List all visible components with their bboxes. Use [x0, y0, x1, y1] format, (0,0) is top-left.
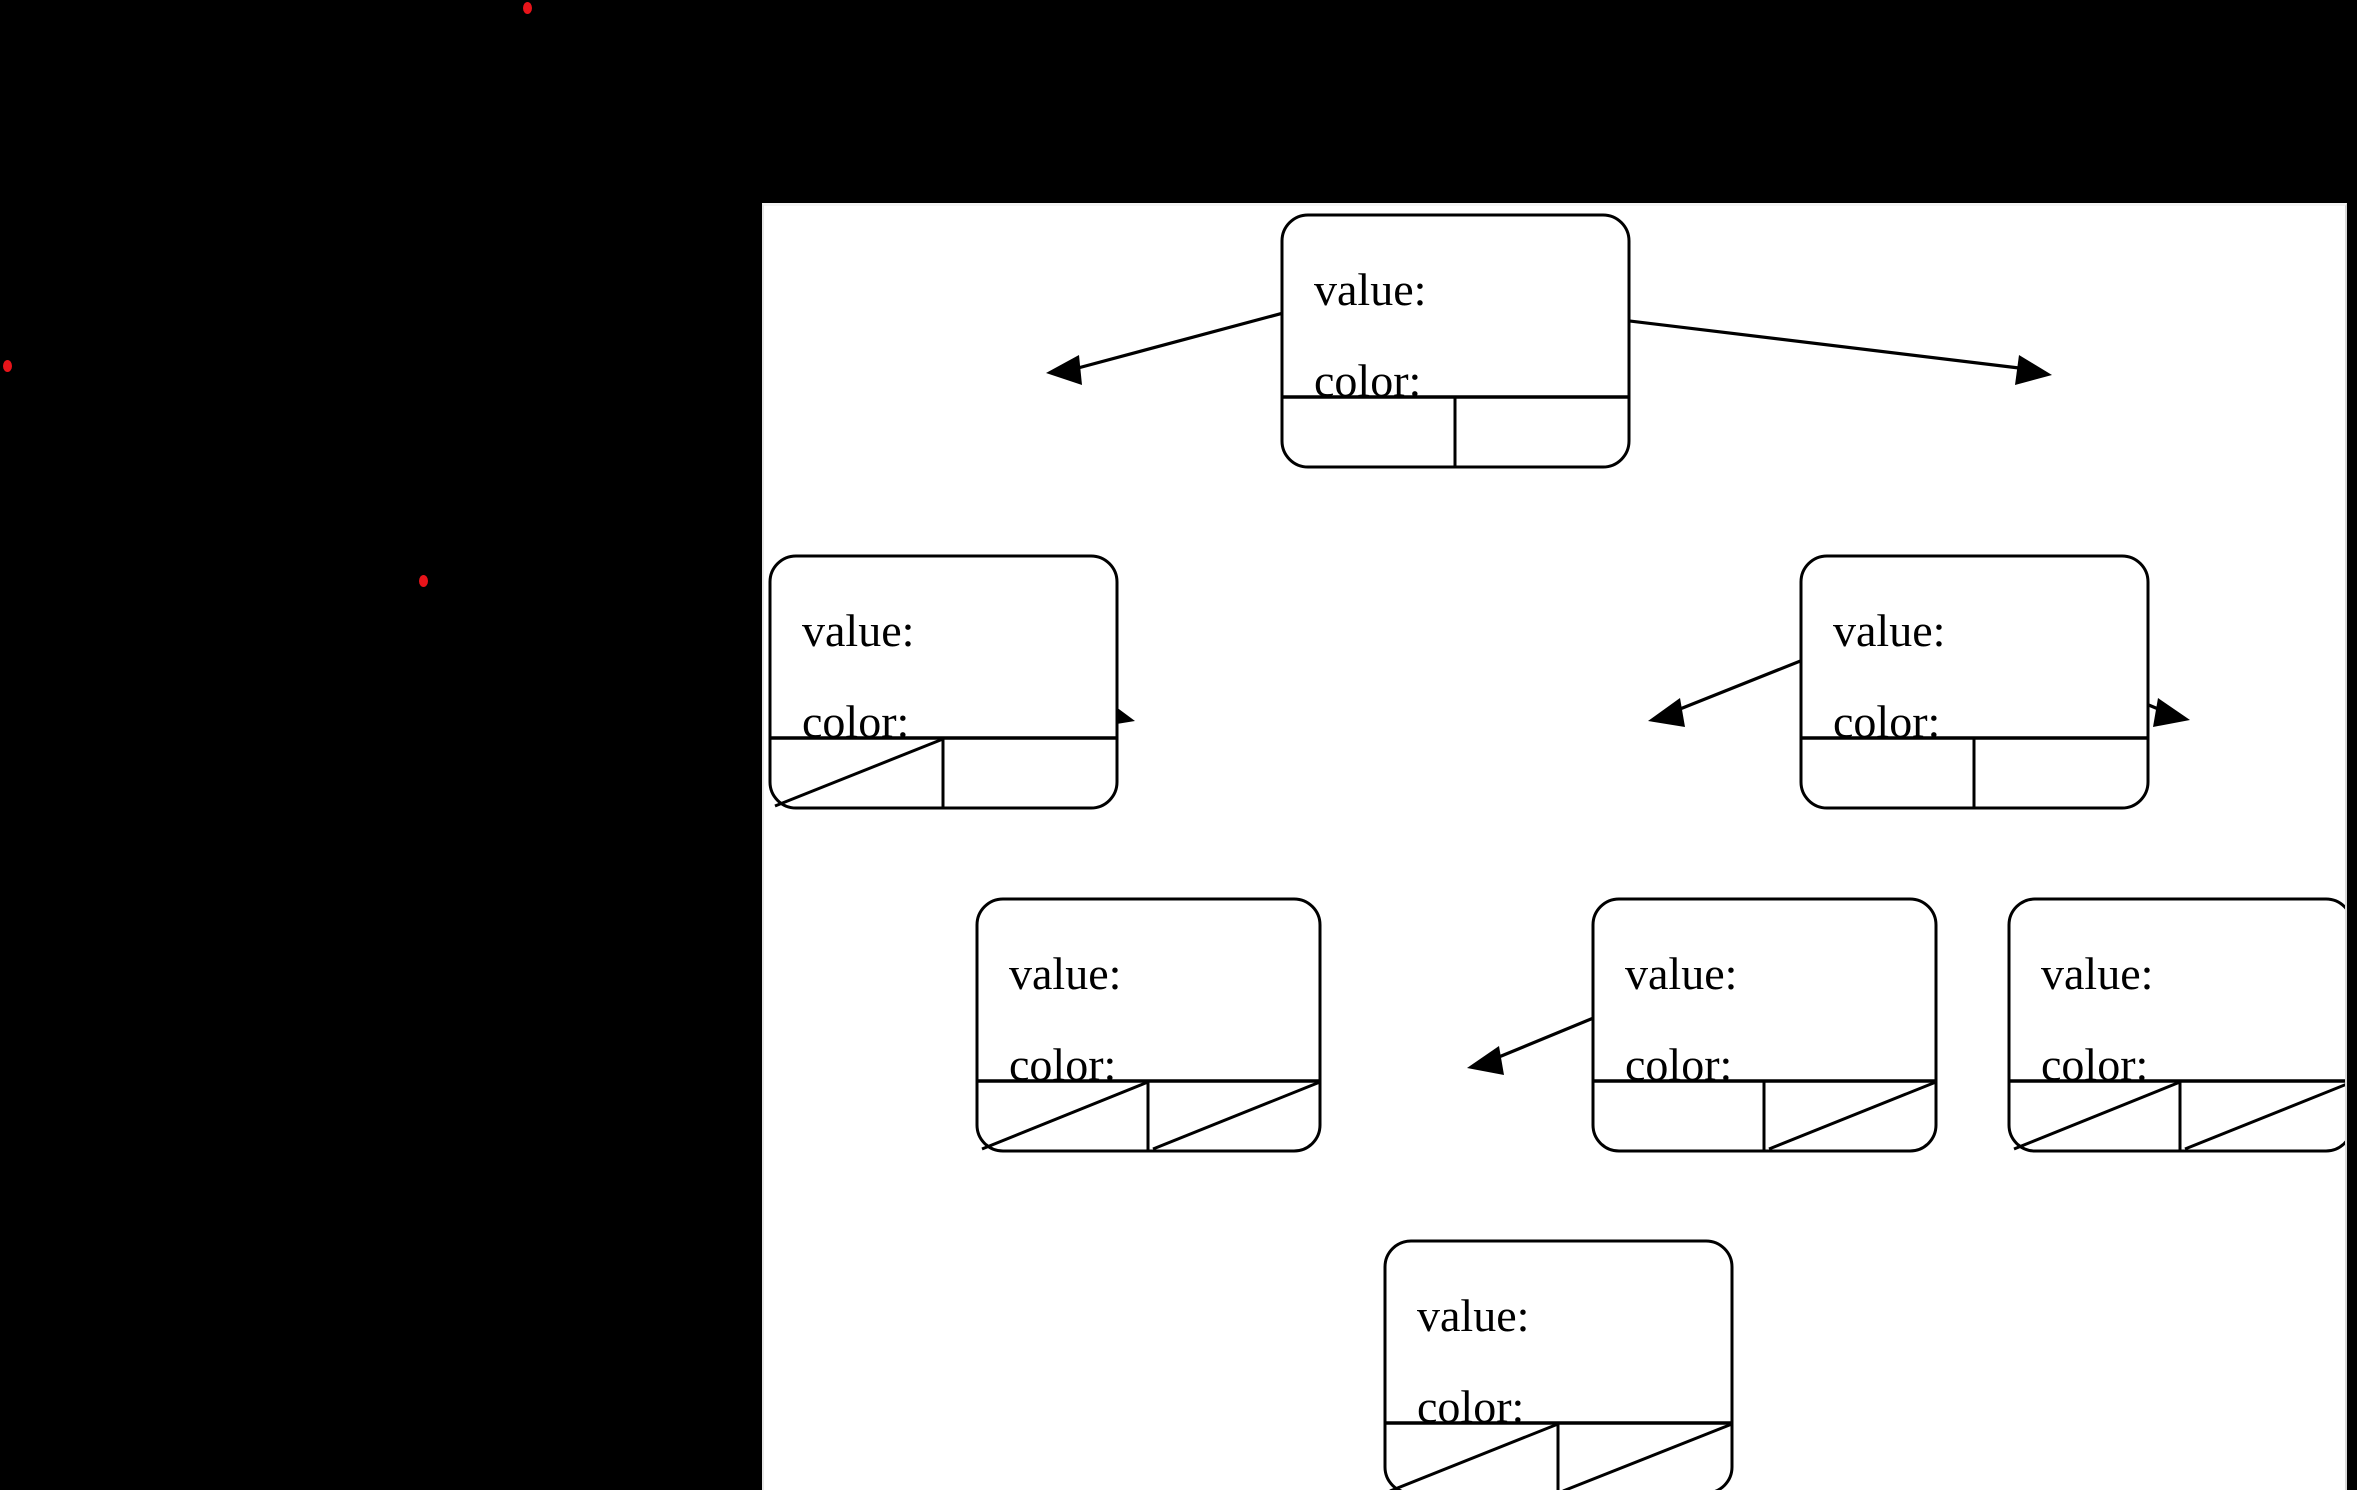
node-bottom-value-label: value: [1417, 1290, 1529, 1341]
null-pointer-slash [2013, 1080, 2181, 1151]
null-pointer-slash [1389, 1422, 1559, 1490]
tree-node-leaf-c[interactable]: value: color: [2007, 897, 2345, 1153]
null-pointer-slash [1562, 1422, 1733, 1490]
tree-diagram-svg: value: color: value: color: value: color… [768, 213, 2345, 1490]
node-leaf-c-value-label: value: [2041, 948, 2153, 999]
null-pointer-slash [1152, 1080, 1321, 1151]
tree-node-left-child[interactable]: value: color: [768, 554, 1119, 810]
edge-root-to-left-child [1046, 299, 1329, 385]
marker-dot-top [523, 2, 532, 14]
node-root-value-label: value: [1314, 264, 1426, 315]
node-leaf-b-value-label: value: [1625, 948, 1737, 999]
node-leaf-a-value-label: value: [1009, 948, 1121, 999]
tree-node-bottom[interactable]: value: color: [1383, 1239, 1734, 1490]
marker-dot-left [3, 360, 12, 372]
null-pointer-slash [1768, 1080, 1937, 1151]
null-pointer-slash [774, 737, 944, 808]
tree-node-right-child[interactable]: value: color: [1799, 554, 2150, 810]
tree-diagram-panel[interactable]: value: color: value: color: value: color… [762, 203, 2347, 1490]
null-pointer-slash [981, 1080, 1149, 1151]
tree-node-leaf-a[interactable]: value: color: [975, 897, 1322, 1153]
node-right-child-value-label: value: [1833, 605, 1945, 656]
marker-dot-mid [419, 575, 428, 587]
node-left-child-value-label: value: [802, 605, 914, 656]
tree-node-root[interactable]: value: color: [1280, 213, 1631, 469]
null-pointer-slash [2184, 1083, 2345, 1151]
tree-node-leaf-b[interactable]: value: color: [1591, 897, 1938, 1153]
